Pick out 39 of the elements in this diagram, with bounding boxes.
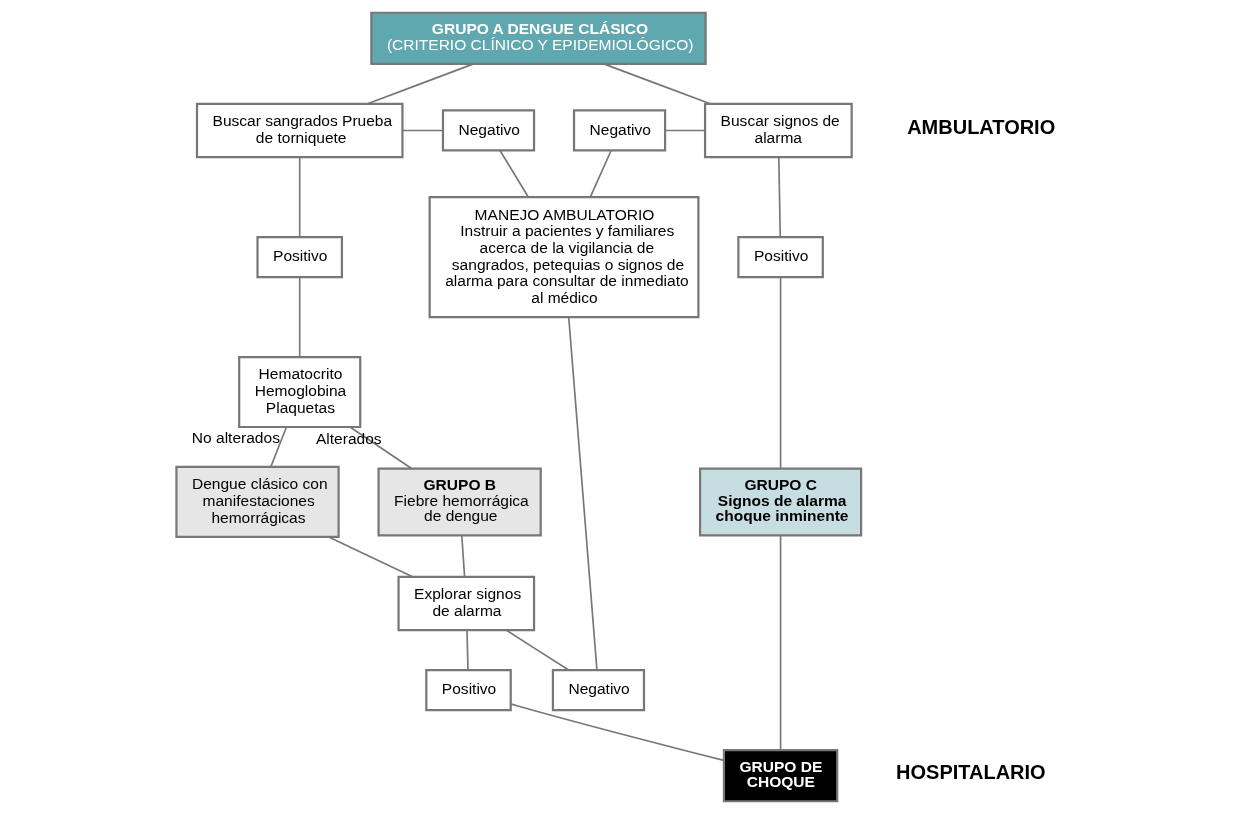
label: AMBULATORIO [906, 116, 1055, 139]
node-box: Buscar sangrados Prueba de torniquete [195, 102, 404, 159]
connector [298, 156, 301, 238]
node-box: GRUPO C Signos de alarma choque inminente [698, 467, 862, 537]
connector [504, 629, 569, 671]
node-box: Explorar signos de alarma [396, 575, 535, 632]
connector [460, 534, 465, 578]
connector [348, 426, 412, 470]
node-box: GRUPO A DENGUE CLÁSICO (CRITERIO CLÍNICO Y EPIDEMIOLÓGICO) [369, 11, 707, 65]
connector [777, 156, 781, 238]
connector [498, 149, 529, 198]
edge-label: No alterados [191, 428, 280, 446]
node-box: Dengue clásico con manifestaciones hemorrágicas [174, 465, 340, 539]
connector [663, 129, 706, 132]
node-box: Negativo [551, 669, 645, 712]
connector [589, 149, 612, 198]
connector [269, 426, 287, 468]
node-box: Positivo [255, 235, 343, 279]
label: HOSPITALARIO [895, 761, 1046, 784]
node-box: MANEJO AMBULATORIO Instruir a pacientes y familiares acerca de la vigilancia de sangrados, petequias o signos de alarma para consultar de inmediato al médico [428, 196, 699, 319]
node-box: Positivo [736, 235, 824, 279]
node-box: GRUPO B Fiebre hemorrágica de dengue [376, 467, 542, 537]
connector [509, 703, 725, 762]
node-box: Negativo [441, 109, 535, 152]
node-box: Hematocrito Hemoglobina Plaquetas [237, 355, 361, 429]
connector [327, 536, 413, 578]
node-box: Negativo [572, 109, 666, 152]
connector [366, 63, 474, 105]
connector [779, 534, 781, 751]
connector [401, 129, 444, 132]
connector [602, 63, 711, 105]
node-box: GRUPO DE CHOQUE [722, 749, 838, 803]
node-box: Positivo [424, 669, 512, 712]
edge-label: Alterados [315, 429, 382, 447]
connector [298, 276, 301, 358]
node-box: Buscar signos de alarma [703, 102, 853, 159]
connector [567, 316, 598, 671]
connector [779, 276, 781, 470]
connector [465, 629, 469, 671]
